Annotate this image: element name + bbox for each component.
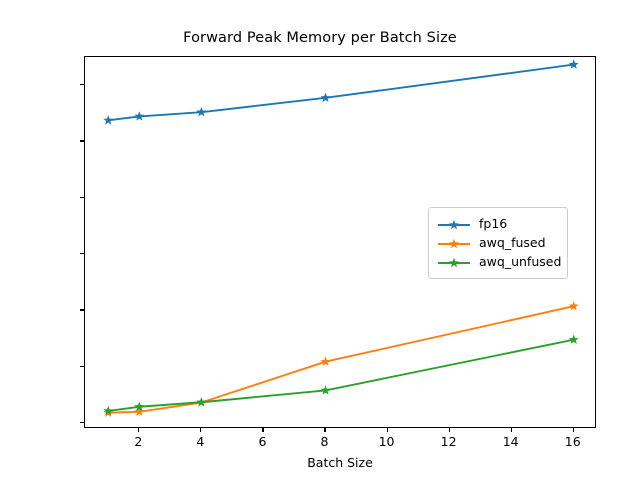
data-point-marker bbox=[568, 59, 579, 69]
x-tick-label: 2 bbox=[134, 434, 143, 449]
series-fp16 bbox=[103, 59, 579, 125]
y-tick-mark bbox=[80, 309, 84, 311]
y-tick-mark bbox=[80, 365, 84, 367]
x-tick-mark bbox=[200, 428, 202, 432]
legend-item-awq_unfused: awq_unfused bbox=[437, 252, 562, 271]
legend-swatch-icon bbox=[437, 217, 471, 231]
data-point-marker bbox=[134, 111, 145, 121]
x-tick-label: 14 bbox=[502, 434, 519, 449]
x-tick-mark bbox=[262, 428, 264, 432]
series-awq_unfused bbox=[103, 334, 579, 416]
series-line bbox=[107, 305, 575, 414]
y-tick-mark bbox=[80, 196, 84, 198]
plot-lines bbox=[103, 59, 579, 417]
y-tick-mark bbox=[80, 140, 84, 142]
x-tick-mark bbox=[324, 428, 326, 432]
x-tick-mark bbox=[448, 428, 450, 432]
x-tick-label: 6 bbox=[258, 434, 267, 449]
x-tick-label: 16 bbox=[564, 434, 581, 449]
data-point-marker bbox=[320, 385, 331, 395]
legend-item-fp16: fp16 bbox=[437, 214, 559, 233]
chart-legend: fp16 awq_fused awq_unfused bbox=[428, 207, 568, 279]
series-line bbox=[107, 338, 575, 412]
x-tick-mark bbox=[510, 428, 512, 432]
data-point-marker bbox=[568, 334, 579, 344]
chart-title: Forward Peak Memory per Batch Size bbox=[183, 30, 457, 46]
legend-label: fp16 bbox=[479, 216, 508, 231]
y-tick-mark bbox=[80, 84, 84, 86]
y-tick-mark bbox=[80, 422, 84, 424]
x-tick-label: 8 bbox=[320, 434, 329, 449]
y-tick-mark bbox=[80, 253, 84, 255]
data-point-marker bbox=[196, 106, 207, 117]
legend-item-awq_fused: awq_fused bbox=[437, 233, 559, 252]
x-axis-label: Batch Size bbox=[307, 455, 373, 470]
x-tick-mark bbox=[138, 428, 140, 432]
data-point-marker bbox=[568, 301, 579, 311]
legend-swatch-icon bbox=[437, 255, 471, 269]
legend-swatch-icon bbox=[437, 236, 471, 250]
data-point-marker bbox=[134, 406, 145, 417]
x-tick-mark bbox=[572, 428, 574, 432]
data-point-marker bbox=[320, 356, 331, 366]
legend-label: awq_fused bbox=[479, 235, 546, 250]
data-point-marker bbox=[320, 92, 331, 103]
data-point-marker bbox=[134, 401, 145, 411]
x-tick-label: 12 bbox=[440, 434, 457, 449]
x-tick-label: 10 bbox=[378, 434, 395, 449]
legend-label: awq_unfused bbox=[479, 254, 562, 269]
x-tick-label: 4 bbox=[196, 434, 205, 449]
data-point-marker bbox=[196, 397, 207, 407]
series-awq_fused bbox=[103, 301, 579, 417]
series-line bbox=[107, 63, 575, 122]
data-point-marker bbox=[103, 405, 114, 416]
x-tick-mark bbox=[386, 428, 388, 432]
data-point-marker bbox=[103, 115, 114, 125]
